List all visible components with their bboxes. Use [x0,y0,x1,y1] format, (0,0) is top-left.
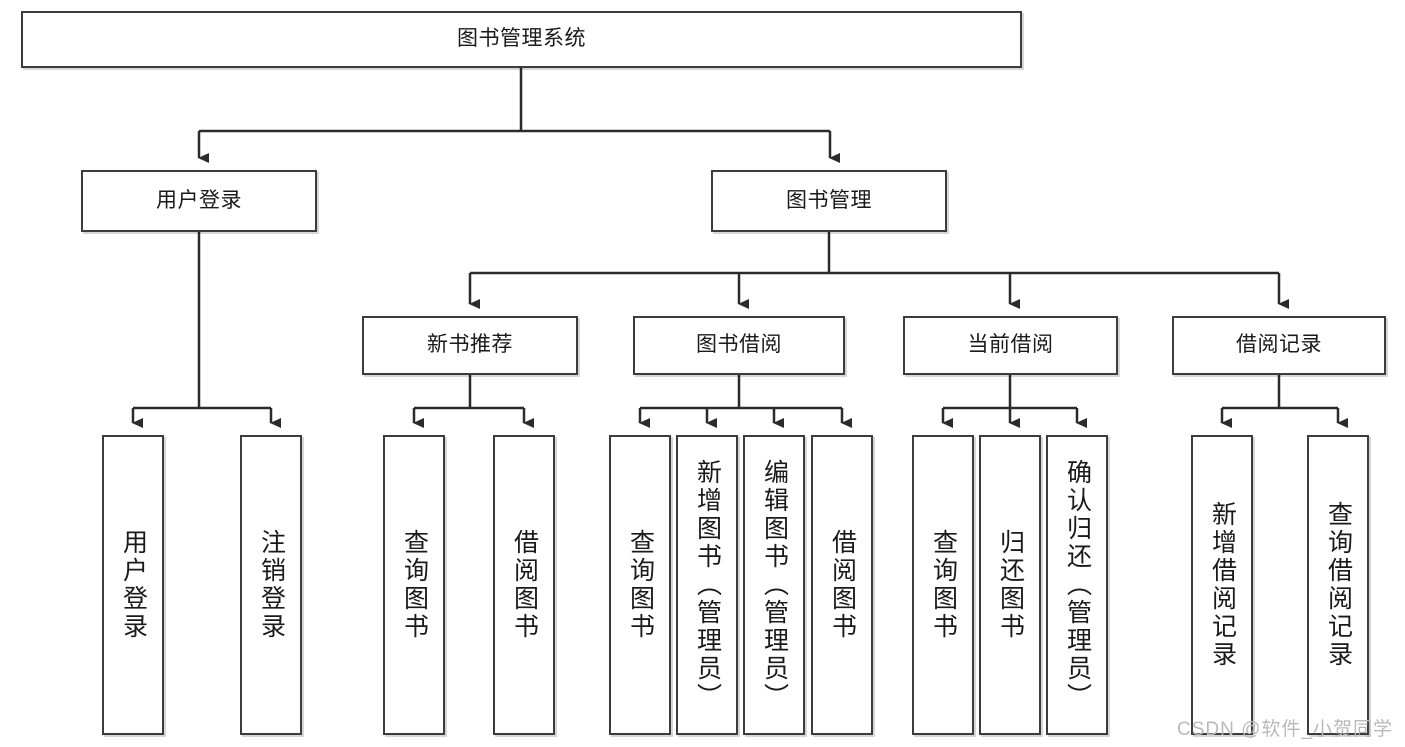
node-label: 查询借阅记录 [1324,501,1353,669]
node-book-management[interactable]: 图书管理 [711,170,947,232]
node-label: 图书管理系统 [457,27,586,51]
node-book-borrow[interactable]: 图书借阅 [633,316,845,375]
leaf-book-borrow-edit-book-admin[interactable]: 编辑图书（管理员） [743,435,805,735]
leaf-user-login-logout[interactable]: 注销登录 [240,435,302,735]
node-label: 查询图书 [400,529,429,641]
node-new-book-recommend[interactable]: 新书推荐 [362,316,578,375]
leaf-new-book-query-book[interactable]: 查询图书 [383,435,445,735]
node-label: 新书推荐 [427,333,513,357]
leaf-book-borrow-add-book-admin[interactable]: 新增图书（管理员） [676,435,738,735]
leaf-current-borrow-return-book[interactable]: 归还图书 [979,435,1041,735]
node-label: 新增借阅记录 [1208,501,1237,669]
node-label: 用户登录 [156,188,242,212]
leaf-current-borrow-query-book[interactable]: 查询图书 [912,435,974,735]
node-label: 图书借阅 [696,333,782,357]
leaf-borrow-record-query-record[interactable]: 查询借阅记录 [1307,435,1369,735]
leaf-borrow-record-add-record[interactable]: 新增借阅记录 [1191,435,1253,735]
node-label: 查询图书 [929,529,958,641]
node-label: 查询图书 [626,529,655,641]
node-label: 当前借阅 [967,333,1054,357]
node-label: 图书管理 [786,188,872,212]
node-label: 用户登录 [119,529,148,641]
node-label: 新增图书（管理员） [693,459,722,711]
node-label: 归还图书 [996,529,1025,641]
node-current-borrow[interactable]: 当前借阅 [903,316,1118,375]
node-label: 借阅图书 [510,529,539,641]
node-label: 确认归还（管理员） [1063,459,1092,711]
leaf-book-borrow-query-book[interactable]: 查询图书 [609,435,671,735]
node-borrow-record[interactable]: 借阅记录 [1172,316,1386,375]
leaf-current-borrow-confirm-return-admin[interactable]: 确认归还（管理员） [1046,435,1108,735]
leaf-book-borrow-borrow-book[interactable]: 借阅图书 [811,435,873,735]
leaf-new-book-borrow-book[interactable]: 借阅图书 [493,435,555,735]
node-label: 编辑图书（管理员） [760,459,789,711]
node-label: 借阅图书 [828,529,857,641]
node-user-login[interactable]: 用户登录 [81,170,317,232]
leaf-user-login-login[interactable]: 用户登录 [102,435,164,735]
node-label: 注销登录 [257,529,286,641]
watermark-text: CSDN @软件_小贺同学 [1177,719,1393,740]
node-label: 借阅记录 [1236,333,1322,357]
node-root-library-management-system[interactable]: 图书管理系统 [21,11,1022,68]
